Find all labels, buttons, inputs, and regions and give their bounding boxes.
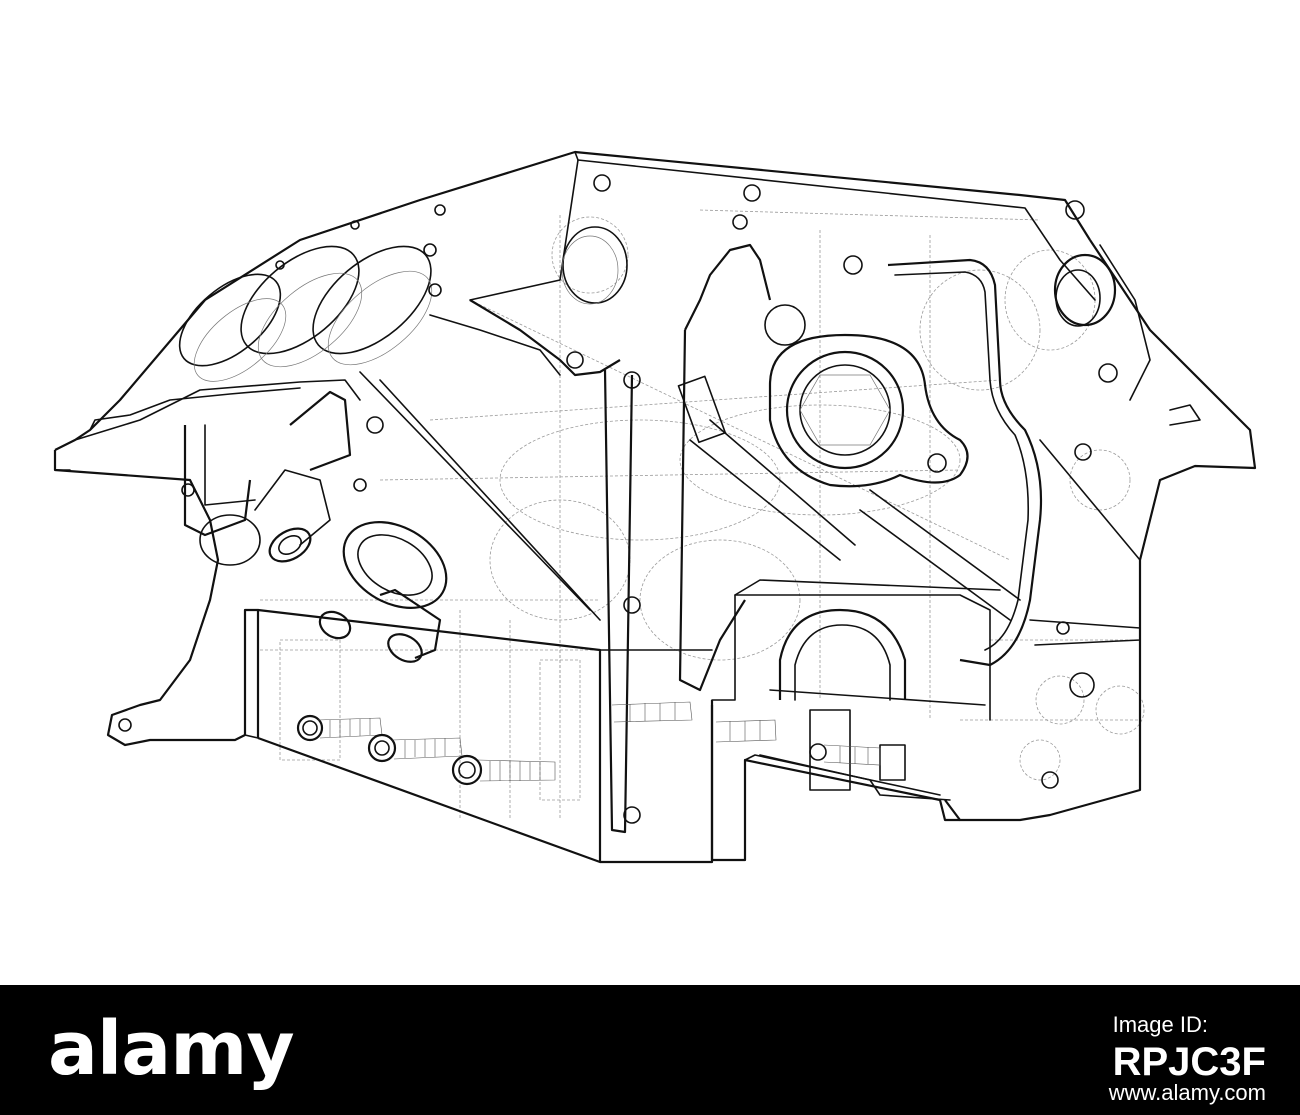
image-id-value: RPJC3F xyxy=(1112,1040,1266,1084)
site-url: www.alamy.com xyxy=(1108,1080,1266,1105)
front-bore-flange xyxy=(561,174,969,488)
image-id-block: Image ID: RPJC3F xyxy=(1113,1012,1266,1085)
engine-block-drawing xyxy=(53,150,1257,864)
main-bearing-saddle xyxy=(769,608,986,791)
right-end-features xyxy=(887,200,1201,789)
image-id-label: Image ID: xyxy=(1112,1012,1208,1037)
engine-block-wireframe-icon xyxy=(53,150,1257,864)
cylinder-bores xyxy=(74,204,446,441)
block-outline xyxy=(53,150,1257,864)
valley-ribs xyxy=(359,243,1021,834)
lifter-bosses xyxy=(118,390,448,732)
hidden-lines xyxy=(260,209,1145,820)
alamy-logo: alamy xyxy=(48,1006,295,1092)
main-cap-bolts xyxy=(296,701,881,786)
watermark-band xyxy=(0,985,1300,1115)
